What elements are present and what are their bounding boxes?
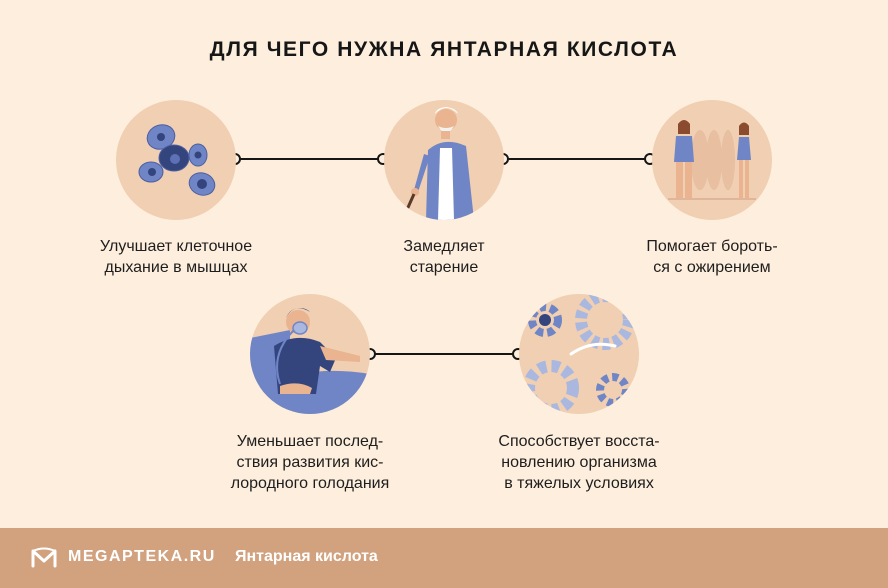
connector-1-2 (236, 158, 384, 160)
page-title: ДЛЯ ЧЕГО НУЖНА ЯНТАРНАЯ КИСЛОТА (209, 38, 679, 61)
footer-bar: MEGAPTEKA.RU Янтарная кислота (0, 528, 888, 588)
elderly-man-icon (404, 107, 474, 220)
caption-hypoxia: Уменьшает послед- ствия развития кис- ло… (230, 433, 390, 492)
footer-label: Янтарная кислота (235, 548, 378, 565)
connector-4-5 (371, 353, 519, 355)
caption-cells: Улучшает клеточное дыхание в мышцах (99, 238, 253, 276)
caption-obesity: Помогает бороть- ся с ожирением (646, 238, 778, 276)
item-elderly-circle (384, 100, 504, 220)
megapteka-logo-icon[interactable] (30, 546, 58, 570)
cells-icon (138, 124, 216, 196)
brand-link[interactable]: MEGAPTEKA.RU (68, 548, 216, 565)
item-cells-circle (116, 100, 236, 220)
gears-icon (523, 294, 635, 414)
item-patient-circle (250, 294, 370, 414)
item-figures-circle (652, 100, 772, 220)
connector-2-3 (504, 158, 650, 160)
caption-aging: Замедляет старение (403, 238, 485, 276)
item-gears-circle (519, 294, 639, 414)
oxygen-mask-patient-icon (250, 308, 370, 414)
caption-recovery: Способствует восста- новлению организма … (498, 433, 660, 492)
women-figures-icon (668, 120, 756, 200)
